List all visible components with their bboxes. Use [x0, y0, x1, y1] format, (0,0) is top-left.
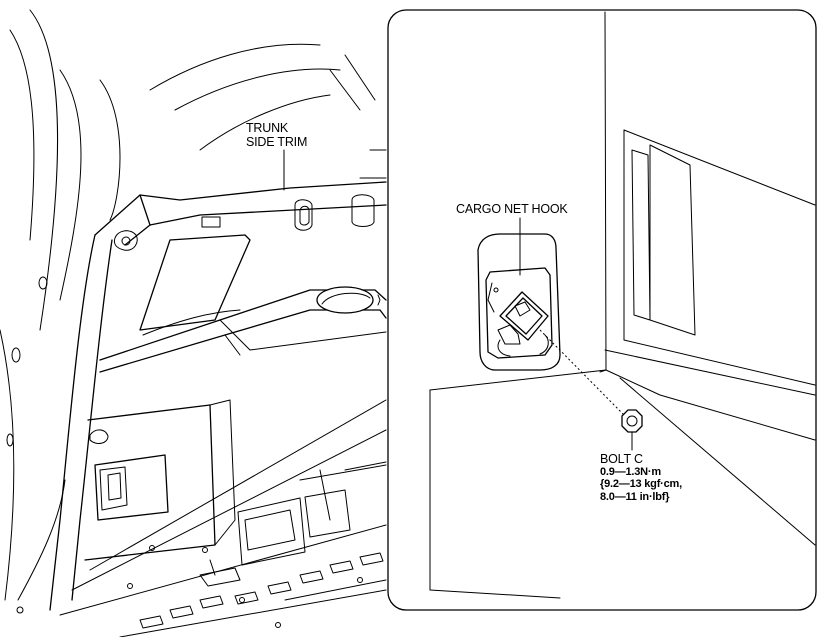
trunk-side-trim-label: TRUNK SIDE TRIM [246, 121, 307, 149]
cargo-net-hook-label: CARGO NET HOOK [456, 202, 568, 216]
bolt-c-spec: BOLT C 0.9—1.3N·m {9.2—13 kgf·cm, 8.0—11… [600, 452, 682, 503]
trunk-side-trim-line-1: TRUNK [246, 121, 289, 135]
torque-in-lbf: 8.0—11 in·lbf} [600, 490, 670, 503]
trunk-side-trim-line-2: SIDE TRIM [246, 135, 308, 149]
detail-inset [387, 9, 817, 611]
torque-nm: 0.9—1.3N·m [600, 466, 661, 478]
trunk-overview [0, 9, 387, 637]
torque-kgf-cm: {9.2—13 kgf·cm, [600, 478, 682, 491]
bolt-c-label: BOLT C [600, 452, 643, 466]
